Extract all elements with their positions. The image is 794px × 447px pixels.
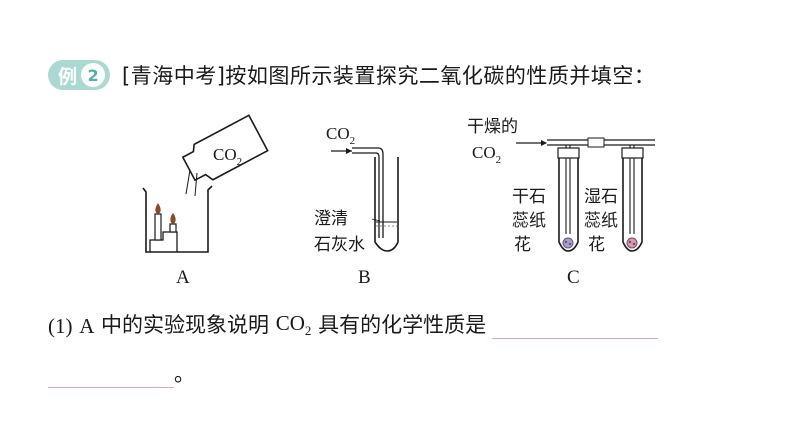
short-candle-flame — [170, 213, 176, 224]
c-gas-label-1: 干燥的 — [467, 117, 518, 137]
wet-litmus-flower — [626, 237, 638, 249]
dry-label-2: 蕊纸 — [512, 211, 546, 231]
test-tube-b — [374, 157, 399, 252]
label-c: C — [567, 267, 580, 288]
tube-connector — [587, 137, 605, 148]
question-header: 例 2 [青海中考]按如图所示装置探究二氧化碳的性质并填空： — [48, 60, 655, 90]
answer-blank-2[interactable] — [48, 363, 174, 388]
c-co2-label: CO2 — [472, 143, 501, 166]
tall-candle-flame — [155, 203, 161, 214]
short-candle — [169, 223, 177, 233]
a-co2-label: CO2 — [213, 145, 242, 168]
dry-label-1: 干石 — [512, 187, 546, 207]
step-shelf — [149, 231, 178, 252]
apparatus-a: CO2 A — [142, 114, 269, 288]
question-stem: [青海中考]按如图所示装置探究二氧化碳的性质并填空： — [122, 60, 655, 90]
tall-candle — [154, 213, 162, 241]
gas-stream — [185, 169, 198, 197]
test-tube-dry — [558, 158, 579, 252]
stem-text: 按如图所示装置探究二氧化碳的性质并填空： — [225, 64, 656, 88]
example-badge: 例 2 — [48, 60, 111, 90]
wet-label-1: 湿石 — [584, 187, 618, 207]
label-a: A — [176, 267, 190, 288]
stopper-wet — [621, 147, 644, 159]
b-liquid-label-1: 澄清 — [314, 209, 348, 229]
question-text-after: 具有的化学性质是 — [318, 313, 487, 337]
question-text-before: 中的实验现象说明 — [101, 313, 270, 337]
apparatus-figure: CO2 A CO2 澄清 石灰水 B 干燥的 CO2 — [142, 114, 655, 288]
badge-number: 2 — [81, 63, 106, 87]
question-1: (1) A 中的实验现象说明 CO2 具有的化学性质是 — [48, 309, 659, 339]
apparatus-c: 干燥的 CO2 干石 蕊纸 花 湿石 蕊纸 花 C — [467, 117, 655, 288]
gas-bottle — [181, 114, 269, 182]
b-co2-label: CO2 — [326, 124, 355, 147]
wet-label-2: 蕊纸 — [584, 211, 618, 231]
dry-label-3: 花 — [514, 235, 531, 255]
question-letter: A — [79, 314, 95, 338]
label-b: B — [358, 267, 371, 288]
c-arrowhead — [541, 140, 547, 146]
wet-label-3: 花 — [588, 235, 605, 255]
question-number: (1) — [48, 314, 73, 338]
source-tag: [青海中考] — [122, 64, 226, 88]
delivery-tube — [352, 147, 384, 238]
apparatus-b: CO2 澄清 石灰水 B — [314, 124, 399, 288]
question-formula: CO2 — [275, 310, 312, 338]
answer-blank-1[interactable] — [492, 314, 659, 339]
question-ending: 。 — [174, 362, 195, 386]
test-tube-wet — [622, 158, 643, 252]
stopper-dry — [557, 147, 580, 159]
b-arrowhead — [346, 148, 352, 154]
badge-label: 例 — [58, 65, 78, 88]
b-liquid-label-2: 石灰水 — [314, 235, 365, 255]
question-1-continued: 。 — [48, 358, 195, 388]
dry-litmus-flower — [562, 237, 574, 249]
